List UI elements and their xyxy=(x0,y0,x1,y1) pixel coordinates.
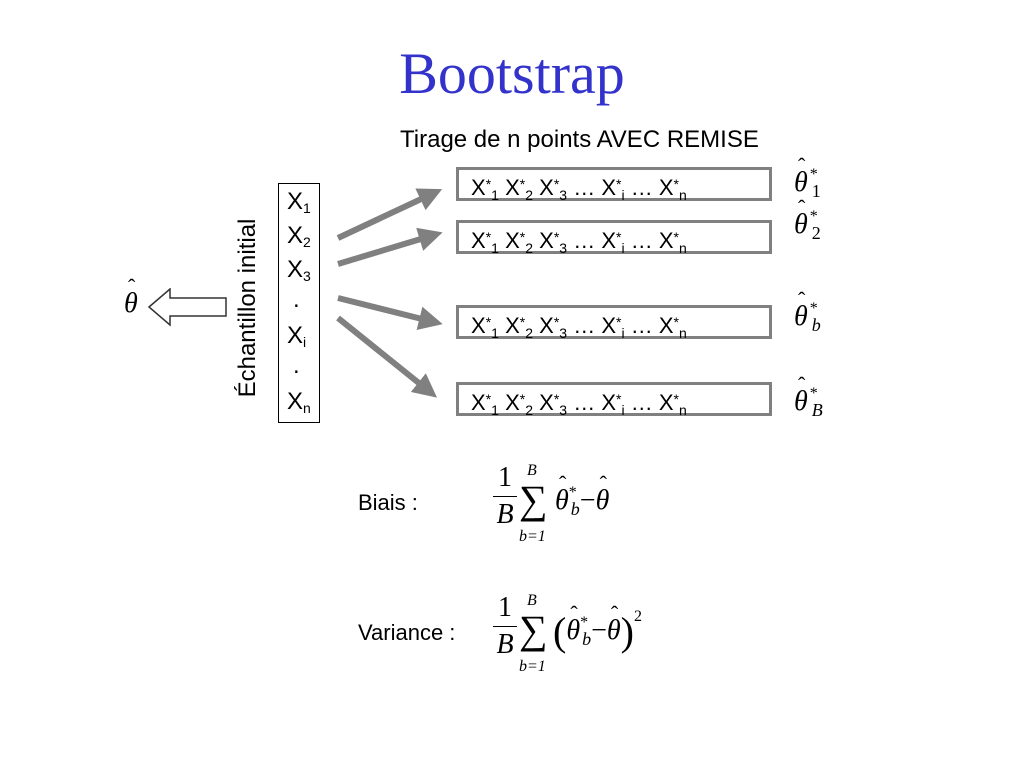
sample-item: Xi xyxy=(287,322,307,350)
bias-expression: θ*b−θ xyxy=(555,471,609,520)
resample-box-B: X*1 X*2 X*3 … X*i … X*n xyxy=(456,382,772,418)
sample-item: . xyxy=(293,286,300,313)
resample-box-1: X*1 X*2 X*3 … X*i … X*n xyxy=(456,167,772,203)
estimate-b: θ*b xyxy=(794,287,821,336)
sample-item: X3 xyxy=(287,256,311,284)
sample-item: X2 xyxy=(287,222,311,250)
theta-hat-estimate: θ xyxy=(124,274,138,320)
sum-upper: B xyxy=(527,462,537,479)
variance-label: Variance : xyxy=(358,620,456,645)
sample-item: . xyxy=(293,352,300,379)
resampling-caption: Tirage de n points AVEC REMISE xyxy=(400,126,759,153)
resample-arrow-2 xyxy=(337,227,443,267)
sample-item: Xn xyxy=(287,388,311,416)
sum-upper: B xyxy=(527,592,537,609)
resample-arrows xyxy=(336,188,443,398)
sum-sign: ∑ xyxy=(519,607,548,652)
sum-lower: b=1 xyxy=(519,528,546,545)
sum-sign: ∑ xyxy=(519,477,548,522)
variance-formula: 1B B ∑ b=1 (θ*b−θ)2 xyxy=(493,592,683,682)
bias-label: Biais : xyxy=(358,490,418,515)
initial-sample-box: X1 X2 X3 . Xi . Xn xyxy=(278,183,320,423)
sum-lower: b=1 xyxy=(519,658,546,675)
estimate-1: θ*1 xyxy=(794,153,821,202)
bias-formula: 1B B ∑ b=1 θ*b−θ xyxy=(493,462,653,552)
resample-box-2: X*1 X*2 X*3 … X*i … X*n xyxy=(456,220,772,256)
initial-sample-label: Échantillon initial xyxy=(234,218,261,398)
sample-item: X1 xyxy=(287,188,311,216)
estimate-2: θ*2 xyxy=(794,195,821,244)
slide-title: Bootstrap xyxy=(399,41,625,106)
resample-arrow-3 xyxy=(337,295,443,331)
resample-arrow-1 xyxy=(336,188,443,241)
resample-box-b: X*1 X*2 X*3 … X*i … X*n xyxy=(456,305,772,341)
resample-arrow-4 xyxy=(336,315,438,398)
variance-expression: (θ*b−θ)2 xyxy=(553,601,642,655)
aggregate-arrow-icon xyxy=(148,288,227,327)
estimate-B: θ*B xyxy=(794,372,823,421)
